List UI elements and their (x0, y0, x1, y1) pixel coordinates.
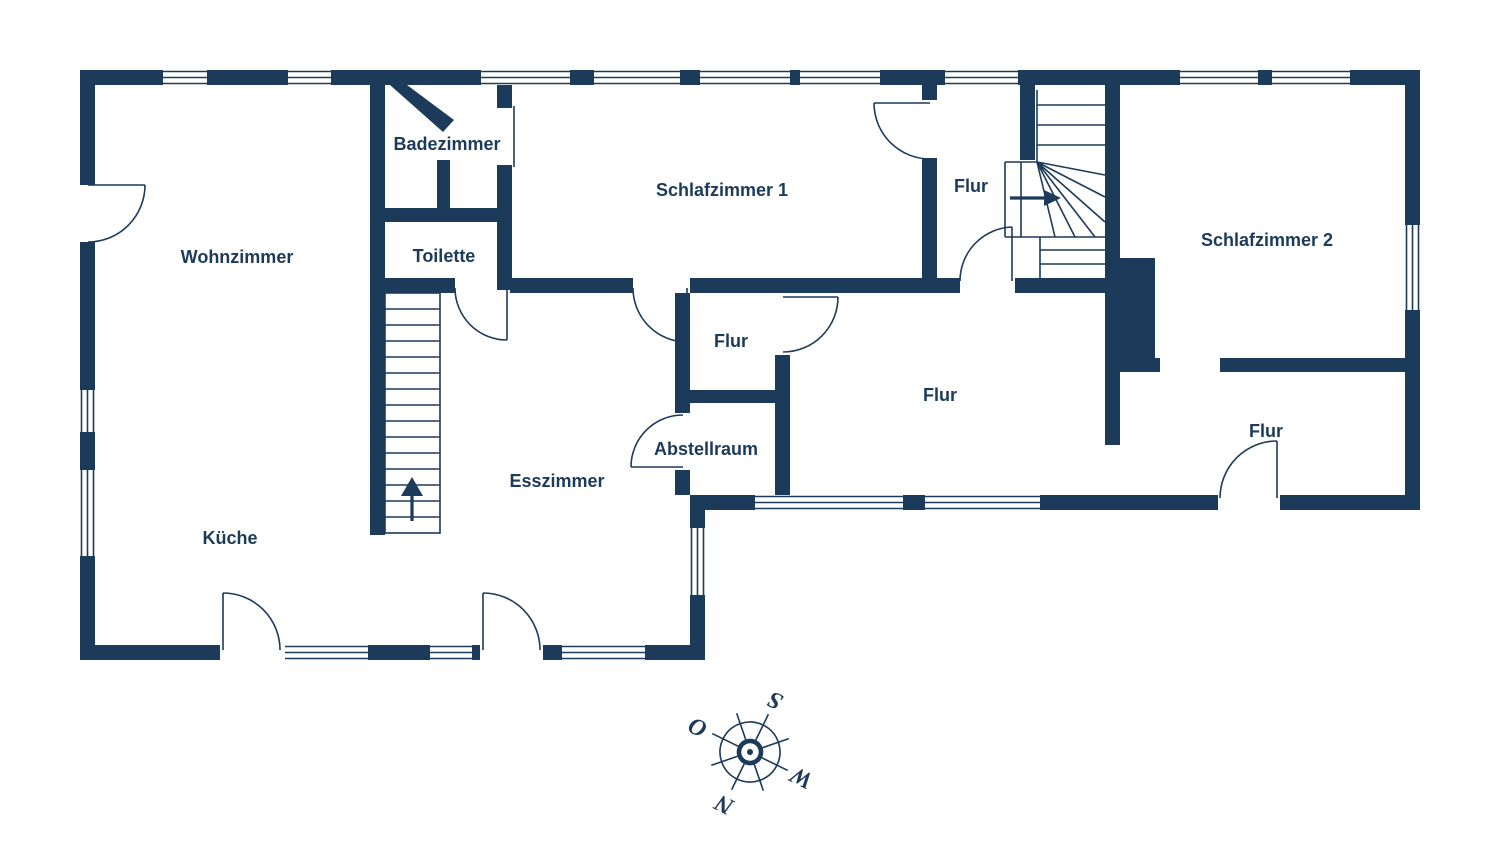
door-swing-arc (1219, 440, 1278, 499)
window (285, 645, 368, 660)
room-label-flur-rechts: Flur (1249, 421, 1283, 441)
window (594, 70, 680, 85)
window (163, 70, 207, 85)
window (945, 70, 1018, 85)
compass-rose-icon: N O S W (684, 685, 817, 820)
window (80, 470, 95, 556)
room-label-toilette: Toilette (413, 246, 476, 266)
door-swing-arc (87, 184, 146, 243)
window (800, 70, 880, 85)
window (1405, 225, 1420, 310)
stairs-main (384, 292, 441, 534)
door-swing-arc (454, 287, 508, 341)
door-swing-arc (632, 287, 688, 343)
room-label-flur-mitte: Flur (714, 331, 748, 351)
door-wohnzimmer-entry (87, 184, 146, 243)
door-kueche-terrace (222, 592, 281, 651)
walls (80, 70, 1420, 660)
window (562, 645, 645, 660)
room-label-kueche: Küche (202, 528, 257, 548)
door-swing-arc (222, 592, 281, 651)
room-label-schlafzimmer-1: Schlafzimmer 1 (656, 180, 788, 200)
door-esszimmer-terrace (482, 592, 541, 651)
room-label-badezimmer: Badezimmer (393, 134, 500, 154)
compass-label-east: O (684, 711, 711, 742)
door-flur-oben-schlafzimmer1 (873, 102, 931, 160)
window (430, 645, 472, 660)
compass-label-west: W (785, 760, 817, 793)
window (80, 390, 95, 432)
door-toilette (454, 287, 508, 341)
doors (87, 102, 1278, 651)
compass-ring (719, 721, 781, 783)
window (690, 528, 705, 595)
window (925, 495, 1040, 510)
window (1180, 70, 1258, 85)
window (288, 70, 331, 85)
room-label-flur-oben: Flur (954, 176, 988, 196)
door-flur-verbindung (959, 226, 1013, 282)
door-flur-mitte (782, 296, 839, 353)
room-label-abstellraum: Abstellraum (654, 439, 758, 459)
door-abstellraum (630, 414, 684, 468)
window (700, 70, 790, 85)
door-swing-arc (959, 226, 1013, 282)
door-swing-arc (482, 592, 541, 651)
door-swing-arc (630, 414, 684, 468)
window (755, 495, 903, 510)
door-swing-arc (873, 102, 931, 160)
stairs-right-arrow-icon (1044, 190, 1061, 206)
room-label-flur-zentral: Flur (923, 385, 957, 405)
room-label-wohnzimmer: Wohnzimmer (181, 247, 294, 267)
door-flur-entry (1219, 440, 1278, 499)
window (481, 70, 570, 85)
compass-center-dot (747, 749, 753, 755)
compass-label-south: S (764, 685, 787, 714)
room-label-esszimmer: Esszimmer (509, 471, 604, 491)
door-schlafzimmer-1 (632, 287, 688, 343)
window (1272, 70, 1350, 85)
windows (80, 70, 1420, 660)
compass-label-north: N (710, 788, 739, 820)
room-labels: Wohnzimmer Küche Badezimmer Toilette Sch… (181, 134, 1333, 548)
stairs-upper (1004, 90, 1106, 278)
room-label-schlafzimmer-2: Schlafzimmer 2 (1201, 230, 1333, 250)
door-swing-arc (782, 296, 839, 353)
stairs-up-arrow-icon (401, 477, 423, 496)
